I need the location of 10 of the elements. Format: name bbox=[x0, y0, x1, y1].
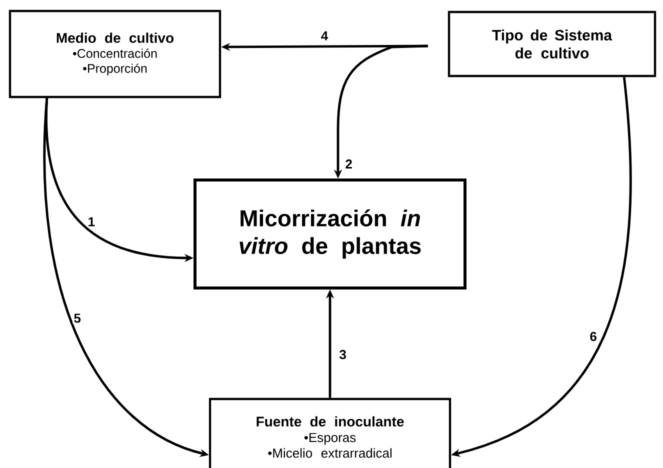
edge-label: 6 bbox=[588, 330, 598, 342]
text-box: Medio de cultivo •Concentración •Proporción bbox=[8, 10, 222, 98]
edge-label: 2 bbox=[344, 158, 354, 170]
edge-label: 1 bbox=[86, 216, 96, 228]
edge-label: 5 bbox=[72, 312, 82, 324]
text-box: Fuente de inoculante •Esporas •Micelio extrarradical bbox=[208, 398, 452, 468]
text-box: Tipo de Sistema de cultivo bbox=[448, 10, 656, 78]
edge-label: 3 bbox=[338, 348, 348, 360]
edge-label: 4 bbox=[320, 30, 330, 42]
text-box: Micorrización in vitro de plantas bbox=[194, 178, 466, 290]
